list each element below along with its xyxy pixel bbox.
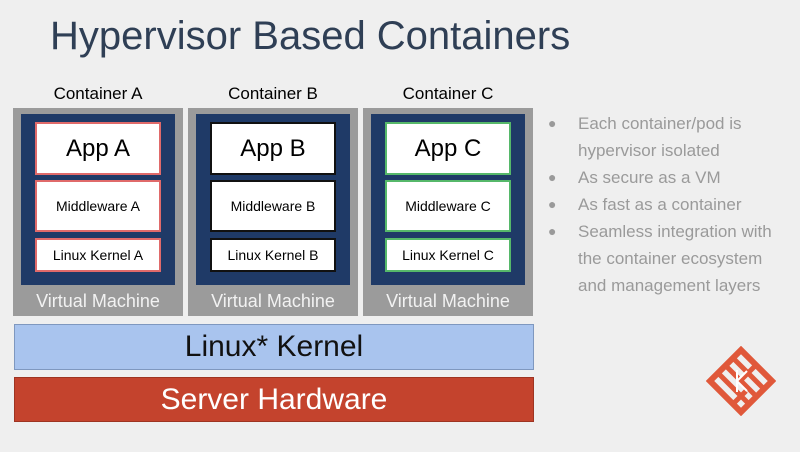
middleware-a-box: Middleware A (35, 180, 161, 232)
middleware-c-box: Middleware C (385, 180, 511, 232)
container-a-label: Container A (53, 84, 143, 103)
app-a-box: App A (35, 122, 161, 175)
vm-b-inner: App B Middleware B Linux Kernel B (196, 114, 350, 285)
bullet-item: As fast as a container (548, 191, 788, 218)
slide-title: Hypervisor Based Containers (50, 14, 571, 58)
virtual-machine-c: App C Middleware C Linux Kernel C Virtua… (363, 108, 533, 316)
linux-kernel-c-box: Linux Kernel C (385, 238, 511, 272)
virtual-machine-b: App B Middleware B Linux Kernel B Virtua… (188, 108, 358, 316)
virtual-machine-a: App A Middleware A Linux Kernel A Virtua… (13, 108, 183, 316)
middleware-b-box: Middleware B (210, 180, 336, 232)
container-c-label: Container C (402, 84, 494, 103)
app-c-box: App C (385, 122, 511, 175)
linux-kernel-layer: Linux* Kernel (14, 324, 534, 370)
vm-a-inner: App A Middleware A Linux Kernel A (21, 114, 175, 285)
vm-a-label: Virtual Machine (36, 291, 160, 311)
bullet-item: As secure as a VM (548, 164, 788, 191)
bullet-item: Each container/pod is hypervisor isolate… (548, 110, 788, 164)
vm-b-label: Virtual Machine (211, 291, 335, 311)
vm-c-label: Virtual Machine (386, 291, 510, 311)
vm-c-inner: App C Middleware C Linux Kernel C (371, 114, 525, 285)
linux-kernel-b-box: Linux Kernel B (210, 238, 336, 272)
diamond-lattice-logo-icon (706, 346, 776, 416)
bullet-item: Seamless integration with the container … (548, 218, 788, 299)
bullet-list: Each container/pod is hypervisor isolate… (548, 110, 788, 299)
linux-kernel-a-box: Linux Kernel A (35, 238, 161, 272)
app-b-box: App B (210, 122, 336, 175)
server-hardware-layer: Server Hardware (14, 377, 534, 422)
container-b-label: Container B (228, 84, 318, 103)
